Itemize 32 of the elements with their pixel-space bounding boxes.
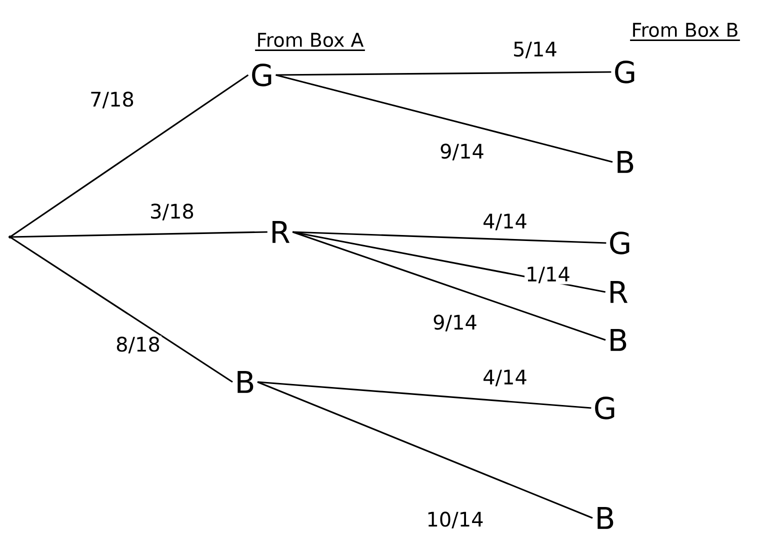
column-heading: From Box B <box>633 22 738 38</box>
outcome-letter: G <box>252 64 272 86</box>
outcome-letter: G <box>615 60 634 84</box>
branch-point <box>8 235 12 238</box>
column-heading: From Box A <box>258 32 364 48</box>
probability-label: 4/14 <box>482 212 528 232</box>
probability-label: 10/14 <box>425 510 485 530</box>
branch-line <box>257 381 592 409</box>
probability-label: 7/18 <box>88 90 136 110</box>
probability-label: 4/14 <box>482 368 528 388</box>
outcome-letter: R <box>610 281 628 303</box>
probability-label: 5/14 <box>512 40 558 60</box>
outcome-letter: B <box>598 507 614 529</box>
probability-label: 9/14 <box>438 142 486 162</box>
branch-line <box>10 236 233 383</box>
outcome-letter: B <box>610 329 626 351</box>
branch-line <box>10 231 268 238</box>
outcome-letter: G <box>595 396 614 420</box>
probability-label: 1/14 <box>524 266 572 284</box>
branch-line <box>10 74 249 238</box>
probability-label: 9/14 <box>432 314 478 332</box>
probability-label: 3/18 <box>148 202 196 222</box>
branch-line <box>257 381 593 519</box>
branch-line <box>292 231 606 244</box>
branch-line <box>292 231 606 341</box>
outcome-letter: G <box>610 232 630 254</box>
branch-line <box>276 71 612 76</box>
outcome-letter: R <box>272 221 290 243</box>
outcome-letter: B <box>618 151 634 173</box>
outcome-letter: B <box>238 371 254 393</box>
probability-label: 8/18 <box>114 336 162 354</box>
branch-line <box>276 74 613 163</box>
